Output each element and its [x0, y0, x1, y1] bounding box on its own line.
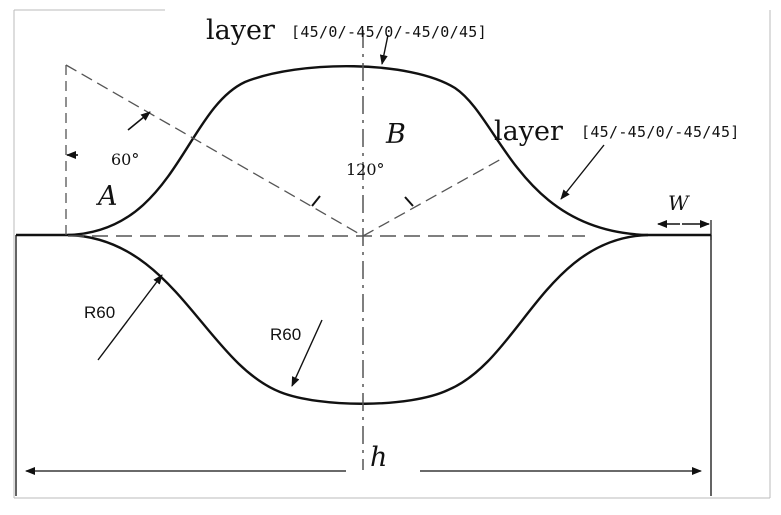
top-layer-stack: [45/0/-45/0/-45/0/45] [291, 23, 487, 41]
right-layer-stack: [45/-45/0/-45/45] [581, 123, 740, 141]
radius-bottom-label: R60 [270, 325, 301, 344]
angle-left-label: 60° [111, 150, 139, 169]
height-label: h [370, 442, 387, 473]
radius-left-label: R60 [84, 303, 115, 322]
top-layer-prefix: layer [206, 15, 275, 46]
right-layer-prefix: layer [494, 116, 563, 147]
upper-profile-curve [67, 64, 649, 237]
angle-center-tick-left [311, 195, 321, 207]
right-layer-leader [560, 144, 605, 200]
angle-center-label: 120° [346, 160, 385, 179]
angle-left-arrow-2 [127, 111, 151, 131]
left-dashed-diagonal [65, 64, 364, 237]
width-label: W [668, 191, 690, 215]
region-b-label: B [385, 119, 406, 150]
top-layer-leader [379, 34, 389, 65]
radius-left-leader [97, 274, 163, 361]
region-a-label: A [95, 181, 118, 212]
lower-profile-curve [67, 233, 649, 405]
radius-bottom-leader [291, 319, 323, 387]
angle-center-tick-right [404, 196, 414, 207]
right-dashed-diagonal [362, 157, 504, 237]
